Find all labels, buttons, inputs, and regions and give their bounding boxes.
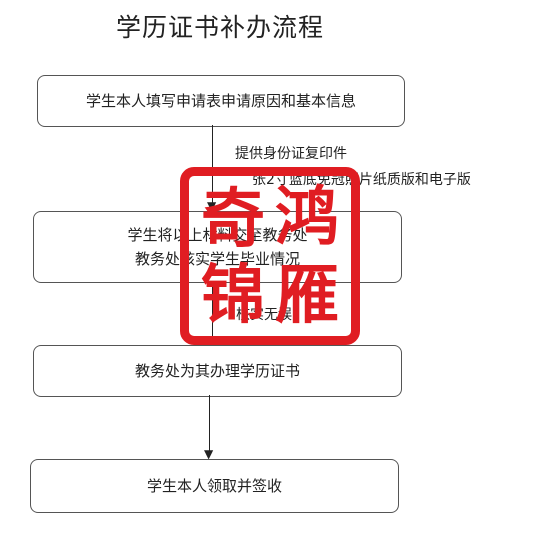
connector-1-2 bbox=[212, 125, 213, 205]
annotation-verified: 核实无误 bbox=[236, 307, 292, 323]
annotation-id-copy: 提供身份证复印件 bbox=[235, 146, 347, 162]
connector-2-3 bbox=[212, 281, 213, 339]
step-3-text: 教务处为其办理学历证书 bbox=[134, 362, 300, 380]
step-2-line-1: 学生将以上材料交至教务处 bbox=[127, 226, 308, 244]
seal-char-1: 奇 bbox=[201, 182, 265, 257]
arrowhead-down-icon: ▼ bbox=[204, 447, 214, 461]
step-box-4: 学生本人领取并签收 bbox=[30, 459, 399, 513]
step-box-1: 学生本人填写申请表申请原因和基本信息 bbox=[37, 75, 405, 127]
seal-char-2: 鸿 bbox=[275, 180, 339, 255]
step-box-3: 教务处为其办理学历证书 bbox=[33, 345, 402, 397]
step-4-text: 学生本人领取并签收 bbox=[146, 477, 282, 495]
annotation-photo: 张2寸蓝底免冠照片纸质版和电子版 bbox=[252, 172, 471, 188]
arrowhead-down-icon: ▼ bbox=[207, 199, 217, 213]
connector-3-4 bbox=[209, 395, 210, 453]
step-box-2: 学生将以上材料交至教务处 教务处核实学生毕业情况 bbox=[33, 211, 402, 283]
page-title: 学历证书补办流程 bbox=[115, 13, 324, 42]
seal-char-4: 雁 bbox=[275, 258, 339, 333]
step-2-line-2: 教务处核实学生毕业情况 bbox=[134, 250, 300, 268]
step-1-text: 学生本人填写申请表申请原因和基本信息 bbox=[85, 92, 356, 110]
seal-char-3: 锦 bbox=[201, 258, 265, 333]
red-seal-stamp: 奇 鸿 锦 雁 bbox=[180, 167, 360, 345]
